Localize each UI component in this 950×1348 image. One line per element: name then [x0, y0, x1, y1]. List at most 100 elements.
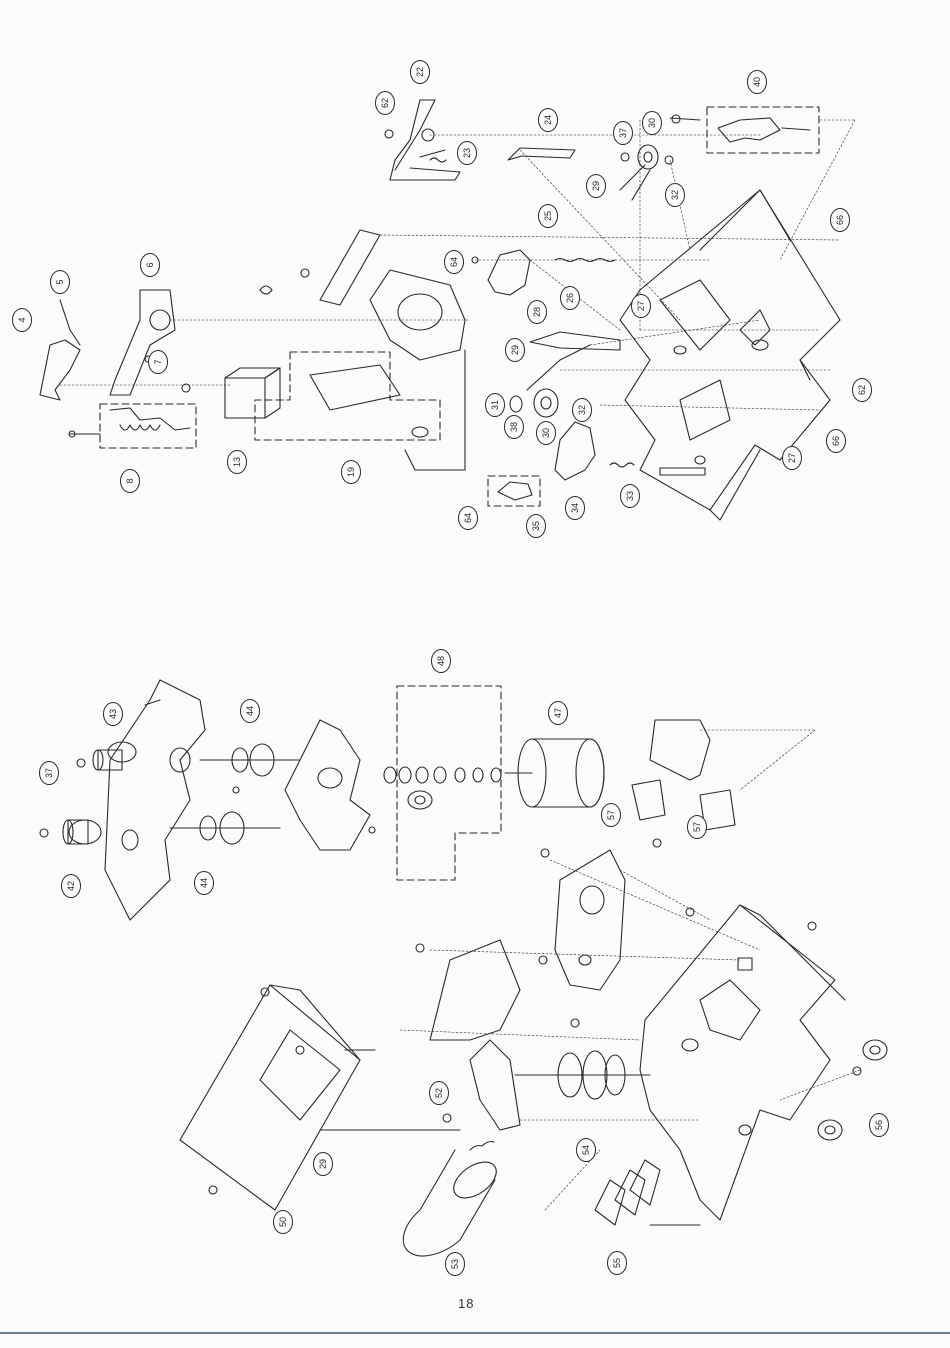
part-24-bar [508, 148, 575, 160]
part-34-cam [555, 422, 595, 480]
callout-number: 6 [145, 262, 155, 267]
part-6-arm [110, 290, 175, 395]
upper-callout-31: 31 [486, 394, 505, 417]
upper-callout-38: 38 [505, 416, 524, 439]
upper-callout-66: 66 [831, 209, 850, 232]
callout-number: 26 [565, 293, 575, 303]
callout-number: 62 [380, 98, 390, 108]
upper-callout-24: 24 [539, 109, 558, 132]
part-55-terminals [595, 1160, 700, 1225]
callout-number: 52 [434, 1088, 444, 1098]
part-48-group-box [397, 686, 501, 880]
callout-number: 22 [415, 67, 425, 77]
callout-number: 33 [625, 491, 635, 501]
callout-number: 32 [670, 190, 680, 200]
callout-number: 62 [857, 385, 867, 395]
lower-callout-29: 29 [314, 1153, 333, 1176]
callout-number: 37 [618, 128, 628, 138]
upper-callout-13: 13 [228, 451, 247, 474]
upper-callout-5: 5 [51, 271, 70, 294]
lower-callout-53: 53 [446, 1253, 465, 1276]
callout-number: 37 [44, 768, 54, 778]
upper-callout-32: 32 [573, 399, 592, 422]
upper-callout-8: 8 [121, 470, 140, 493]
callout-number: 8 [125, 478, 135, 483]
upper-callout-30: 30 [537, 422, 556, 445]
part-54-flywheel [515, 1051, 650, 1099]
callout-number: 7 [153, 359, 163, 364]
callout-number: 66 [831, 436, 841, 446]
lower-callout-47: 47 [549, 702, 568, 725]
upper-callout-27: 27 [632, 295, 651, 318]
callout-number: 55 [612, 1258, 622, 1268]
callout-number: 28 [532, 307, 542, 317]
lower-callout-37: 37 [40, 762, 59, 785]
upper-callout-28: 28 [528, 301, 547, 324]
callout-number: 48 [436, 656, 446, 666]
callout-number: 32 [577, 405, 587, 415]
callout-number: 40 [752, 77, 762, 87]
callout-number: 44 [199, 878, 209, 888]
part-8-group-box [100, 404, 196, 448]
upper-callout-6: 6 [141, 254, 160, 277]
upper-callout-4: 4 [13, 309, 32, 332]
callout-number: 25 [543, 211, 553, 221]
callout-number: 24 [543, 115, 553, 125]
callout-number: 35 [531, 521, 541, 531]
lower-callout-54: 54 [577, 1139, 596, 1162]
upper-callout-26: 26 [561, 287, 580, 310]
part-30-pulley [638, 145, 658, 169]
lower-callout-44: 44 [195, 872, 214, 895]
callout-number: 57 [606, 810, 616, 820]
part-48-gear-stack [384, 767, 501, 809]
upper-callout-35: 35 [527, 515, 546, 538]
callout-number: 30 [647, 118, 657, 128]
upper-callout-40: 40 [748, 71, 767, 94]
callout-number: 64 [463, 513, 473, 523]
callout-number: 5 [55, 279, 65, 284]
part-42-spindle [63, 820, 101, 844]
upper-callout-32: 32 [666, 184, 685, 207]
part-50-housing [180, 985, 360, 1210]
part-40-group-box [707, 107, 819, 153]
part-44-clutch-lower [170, 812, 280, 844]
lower-callout-44: 44 [241, 700, 260, 723]
upper-callout-29: 29 [506, 339, 525, 362]
lower-callout-43: 43 [104, 703, 123, 726]
upper-callout-25: 25 [539, 205, 558, 228]
lower-callout-57: 57 [688, 816, 707, 839]
callout-number: 19 [346, 467, 356, 477]
lower-chassis-plate [640, 905, 835, 1220]
upper-callout-19: 19 [342, 461, 361, 484]
callout-number: 43 [108, 709, 118, 719]
callout-number: 4 [17, 317, 27, 322]
part-callouts: 2262232437304029322564665647262829276281… [13, 61, 889, 1276]
callout-number: 50 [278, 1217, 288, 1227]
upper-callout-30: 30 [643, 112, 662, 135]
part-19-group-box [255, 352, 440, 440]
callout-number: 57 [692, 822, 702, 832]
upper-callout-33: 33 [621, 485, 640, 508]
motor-mount-plate [555, 850, 625, 990]
callout-number: 29 [318, 1159, 328, 1169]
page-number: 18 [458, 1296, 474, 1311]
part-44-clutch-upper [200, 744, 300, 776]
part-28-link [530, 332, 620, 350]
upper-assembly [40, 100, 855, 520]
lower-callout-52: 52 [430, 1082, 449, 1105]
upper-callout-34: 34 [566, 497, 585, 520]
lower-callout-57: 57 [602, 804, 621, 827]
upper-callout-62: 62 [853, 379, 872, 402]
upper-callout-64: 64 [459, 507, 478, 530]
part-13-block [225, 378, 265, 418]
callout-number: 34 [570, 503, 580, 513]
upper-callout-66: 66 [827, 430, 846, 453]
callout-number: 27 [787, 453, 797, 463]
upper-callout-62: 62 [376, 92, 395, 115]
callout-number: 30 [541, 428, 551, 438]
callout-number: 42 [66, 881, 76, 891]
upper-callout-7: 7 [149, 351, 168, 374]
upper-callout-64: 64 [445, 251, 464, 274]
